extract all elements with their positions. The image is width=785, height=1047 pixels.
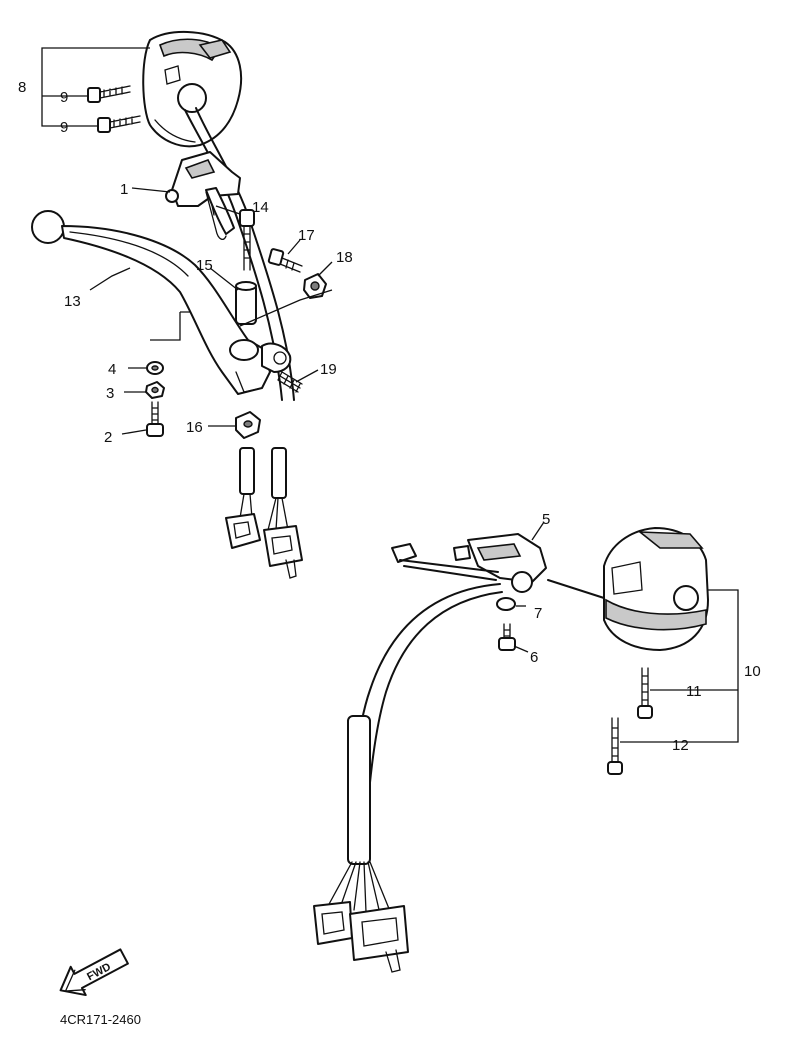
nut-16 (235, 411, 261, 439)
callout-14: 14 (252, 199, 269, 216)
bolt-2 (146, 401, 164, 437)
collar-15 (235, 281, 257, 325)
left-connector-a (225, 513, 261, 549)
callout-8: 8 (18, 79, 26, 96)
callout-9-lower: 9 (60, 119, 68, 136)
nut-18 (303, 273, 327, 299)
callout-15: 15 (196, 257, 213, 274)
callout-2: 2 (104, 429, 112, 446)
clutch-lever (31, 210, 292, 395)
callout-1: 1 (120, 181, 128, 198)
callout-19: 19 (320, 361, 337, 378)
callout-3: 3 (106, 385, 114, 402)
left-handlebar-switch (142, 31, 243, 148)
screw-9-upper (87, 85, 131, 103)
callout-4: 4 (108, 361, 116, 378)
brake-switch (391, 533, 547, 593)
left-connector-b (263, 525, 303, 579)
callout-5: 5 (542, 511, 550, 528)
callout-7: 7 (534, 605, 542, 622)
callout-12: 12 (672, 737, 689, 754)
callout-13: 13 (64, 293, 81, 310)
harness-sleeve (347, 715, 371, 865)
washer-4 (146, 361, 164, 375)
pivot-bolt-14 (239, 209, 255, 271)
callout-labels: 8 9 9 1 14 17 18 15 13 19 4 3 2 16 5 7 6… (18, 79, 761, 754)
leader-lines (41, 47, 739, 743)
callout-6: 6 (530, 649, 538, 666)
bolt-17 (267, 248, 303, 273)
callout-10: 10 (744, 663, 761, 680)
callout-9-upper: 9 (60, 89, 68, 106)
washer-7 (496, 597, 516, 611)
right-connector-block (313, 861, 409, 973)
spring-19 (277, 371, 303, 393)
callout-11: 11 (686, 683, 702, 700)
callout-16: 16 (186, 419, 203, 436)
screw-11 (637, 667, 653, 719)
callout-17: 17 (298, 227, 315, 244)
drawing-code: 4CR171-2460 (60, 1012, 141, 1027)
bolt-6 (498, 623, 516, 651)
right-wire-harness (399, 559, 605, 599)
left-wire-sleeves (239, 447, 289, 531)
nut-3 (145, 381, 165, 399)
screw-12 (607, 717, 623, 775)
right-handlebar-switch (603, 527, 709, 651)
screw-9-lower (97, 115, 141, 133)
callout-18: 18 (336, 249, 353, 266)
forward-direction-arrow: FWD (59, 948, 129, 997)
lever-holder (165, 151, 241, 241)
